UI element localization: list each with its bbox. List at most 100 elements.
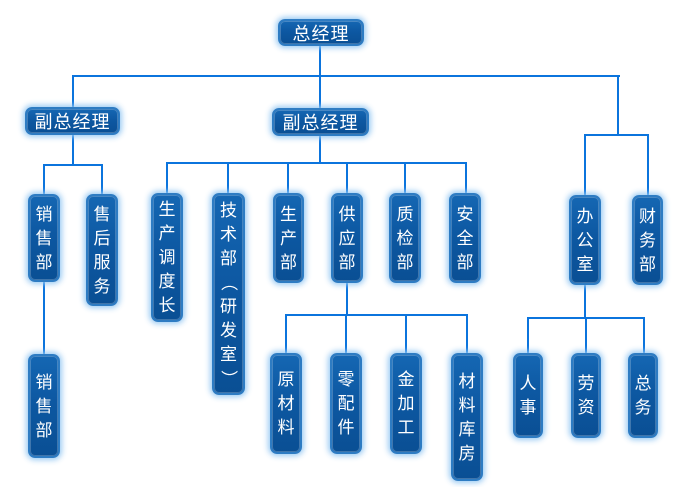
label-char: 务	[634, 398, 652, 417]
label-char: 部	[639, 254, 656, 274]
connector-line	[345, 315, 347, 354]
label-char: 料	[458, 395, 476, 415]
label-char: 生	[158, 200, 176, 219]
label-char: 应	[338, 228, 356, 248]
label-char: 全	[456, 228, 474, 248]
org-node-material-warehouse: 材料库房	[451, 353, 483, 481]
org-node-label: 售后服务	[94, 196, 111, 304]
label-char: 房	[458, 443, 476, 463]
label-char: 部	[35, 252, 53, 272]
org-node-label: 质检部	[397, 195, 414, 281]
connector-line	[404, 163, 406, 194]
connector-line	[405, 315, 407, 354]
connector-line	[647, 135, 649, 196]
label-char: 产	[158, 224, 176, 243]
org-node-safety-dept: 安全部	[449, 193, 481, 283]
connector-line	[43, 281, 45, 355]
org-node-label: 零配件	[338, 355, 355, 452]
connector-line	[72, 76, 74, 108]
org-node-labor-wages: 劳资	[571, 353, 601, 438]
label-char: 事	[519, 398, 537, 417]
org-node-label: 人事	[520, 355, 537, 436]
label-char: 长	[158, 296, 176, 315]
connector-line	[346, 163, 348, 194]
label-char: 材	[277, 394, 295, 413]
label-char: 售	[35, 396, 53, 416]
connector-line	[285, 315, 287, 354]
label-char: 务	[93, 276, 111, 296]
label-char: 调	[158, 248, 176, 267]
label-char: 总	[634, 374, 652, 393]
label-char: 料	[277, 418, 295, 437]
org-node-general-manager: 总经理	[278, 19, 364, 46]
label-char: 生	[280, 204, 297, 224]
label-char: 办	[576, 206, 594, 226]
connector-line	[43, 164, 103, 166]
label-char: 术	[220, 224, 237, 244]
label-char: 公	[576, 230, 594, 250]
connector-line	[319, 76, 321, 109]
label-char: 后	[93, 228, 111, 248]
org-node-label: 销售部	[36, 356, 53, 456]
label-char: 部	[338, 252, 356, 272]
org-node-label: 生产部	[280, 195, 297, 281]
org-node-deputy-gm-left: 副总经理	[25, 107, 120, 135]
connector-line	[319, 46, 321, 77]
org-node-quality-inspection-dept: 质检部	[389, 193, 421, 283]
org-node-label: 材料库房	[459, 355, 476, 479]
label-char: 部	[396, 252, 414, 272]
org-node-sales-dept: 销售部	[28, 194, 60, 282]
connector-line	[617, 76, 619, 136]
label-char: 技	[220, 200, 237, 220]
org-node-label: 金加工	[398, 355, 415, 452]
org-node-label: 安全部	[457, 195, 474, 281]
org-node-spare-parts: 零配件	[330, 353, 362, 454]
connector-line	[643, 318, 645, 354]
label-char: 销	[35, 204, 53, 224]
label-char: 销	[35, 372, 53, 392]
org-node-office: 办公室	[569, 195, 601, 285]
label-char: 零	[337, 370, 355, 389]
connector-line	[346, 283, 348, 316]
label-char: 财	[639, 206, 656, 226]
label-char: 劳	[577, 374, 595, 393]
org-node-label: 劳资	[578, 355, 595, 436]
org-node-label: 办公室	[577, 197, 594, 283]
org-node-finance-dept: 财务部	[632, 195, 663, 285]
connector-line	[72, 75, 620, 77]
org-node-personnel: 人事	[513, 353, 543, 438]
label-char: 金	[397, 370, 415, 389]
connector-line	[72, 135, 74, 166]
label-char: 度	[158, 272, 176, 291]
org-node-label: 总务	[635, 355, 652, 436]
label-char: 务	[639, 230, 656, 250]
connector-line	[584, 135, 586, 196]
label-char: 质	[396, 204, 414, 224]
label-char: 产	[280, 228, 297, 248]
label-char: 室	[576, 254, 594, 274]
connector-line	[166, 162, 467, 164]
connector-line	[101, 165, 103, 195]
label-char: 库	[458, 419, 476, 439]
label-char: 部	[220, 248, 237, 268]
org-node-sales-dept-sub: 销售部	[28, 354, 60, 458]
label-char: 部	[280, 252, 297, 272]
org-node-tech-dept-rd: 技术部（研发室）	[212, 193, 245, 395]
connector-line	[585, 318, 587, 354]
label-char: 安	[456, 204, 474, 224]
label-char: 服	[93, 252, 111, 272]
label-char: 人	[519, 374, 537, 393]
bracket-char: （	[219, 273, 238, 291]
connector-line	[166, 163, 168, 194]
org-node-label: 销售部	[36, 196, 53, 280]
org-node-supply-dept: 供应部	[331, 193, 363, 283]
org-node-raw-materials: 原材料	[270, 353, 302, 454]
org-node-label: 生产调度长	[159, 195, 176, 320]
org-node-production-dispatcher: 生产调度长	[151, 193, 183, 322]
label-char: 供	[338, 204, 356, 224]
label-char: 室	[220, 344, 237, 364]
connector-line	[466, 315, 468, 354]
connector-line	[285, 314, 468, 316]
label-char: 发	[220, 320, 237, 340]
